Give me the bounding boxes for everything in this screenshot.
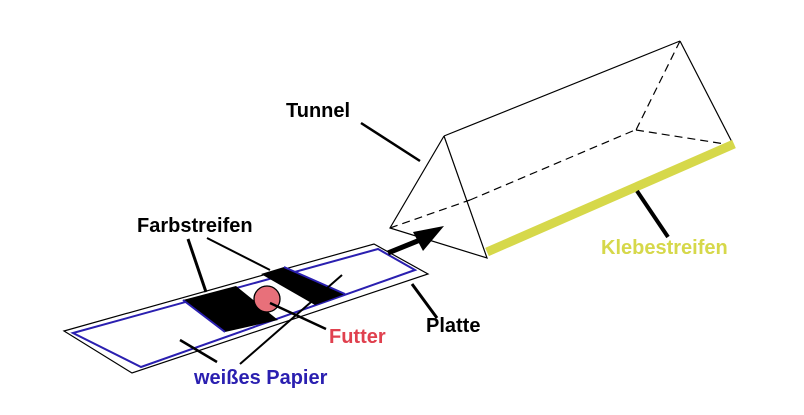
pointer-platte bbox=[410, 283, 439, 319]
pointer-farbstreifen-left bbox=[186, 238, 208, 293]
direction-arrow-head bbox=[413, 226, 444, 251]
stripe-edge-right bbox=[283, 266, 346, 295]
label-klebestreifen: Klebestreifen bbox=[601, 237, 728, 259]
pointer-lines bbox=[179, 121, 670, 365]
adhesive-tape bbox=[485, 139, 736, 257]
label-papier: weißes Papier bbox=[193, 367, 328, 389]
label-platte: Platte bbox=[426, 315, 480, 337]
pointer-papier-left bbox=[179, 338, 218, 364]
pointer-klebestreifen bbox=[635, 189, 670, 239]
label-farbstreifen: Farbstreifen bbox=[137, 215, 253, 237]
pointer-futter bbox=[269, 301, 327, 331]
color-stripe-left bbox=[183, 286, 278, 332]
pointer-farbstreifen-right bbox=[206, 237, 271, 271]
pointer-tunnel bbox=[360, 121, 421, 163]
direction-arrow-shaft bbox=[387, 237, 421, 256]
color-stripe-right bbox=[261, 267, 345, 305]
pointer-papier-right bbox=[239, 274, 343, 365]
tunnel bbox=[389, 40, 735, 259]
food-dot bbox=[253, 285, 281, 313]
label-futter: Futter bbox=[329, 326, 386, 348]
stripe-edge-left bbox=[182, 299, 226, 333]
label-tunnel: Tunnel bbox=[286, 100, 350, 122]
